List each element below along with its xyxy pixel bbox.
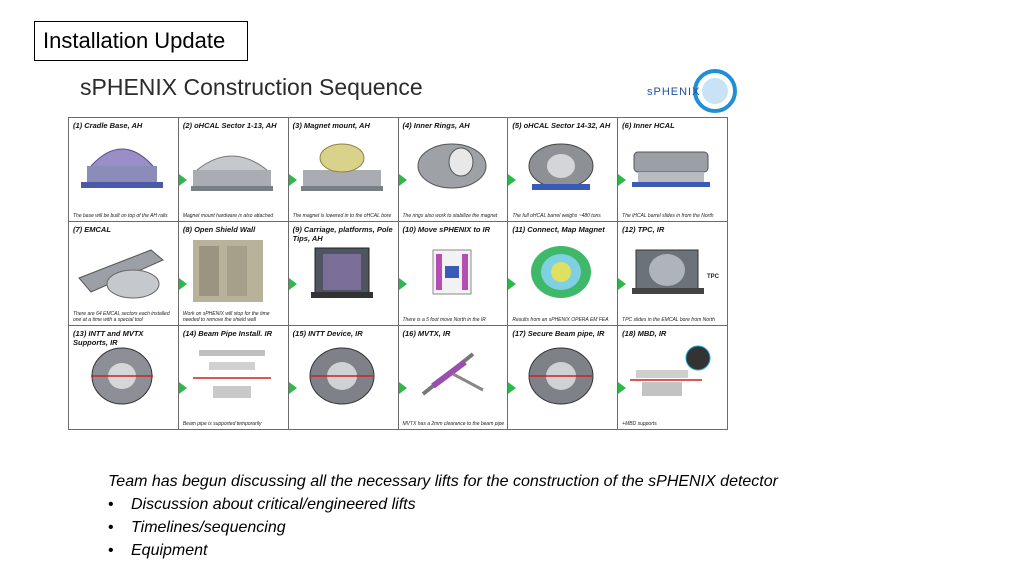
step-label: (1) Cradle Base, AH — [73, 121, 143, 130]
sequence-step: (16) MVTX, IR MVTX has a 2mm clearance to… — [398, 326, 508, 429]
arrow-right-icon — [398, 278, 407, 290]
construction-sequence-grid: (1) Cradle Base, AH The base will be buil… — [68, 117, 728, 430]
step-illustration — [192, 350, 271, 398]
step-illustration — [417, 143, 486, 189]
step-caption: The rings also work to stabilize the mag… — [402, 213, 498, 219]
arrow-right-icon — [398, 382, 407, 394]
step-label: (7) EMCAL — [73, 225, 111, 234]
step-illustration — [192, 240, 263, 302]
step-label: (14) Beam Pipe Install. IR — [182, 329, 273, 338]
step-illustration — [81, 148, 163, 188]
step-label: (2) oHCAL Sector 1-13, AH — [182, 121, 277, 130]
sequence-step: (12) TPC, IR TPC slides in the EMCAL bore… — [618, 222, 727, 325]
step-caption: TPC slides in the EMCAL bore from North — [622, 317, 715, 323]
step-illustration — [432, 249, 471, 295]
tpc-tag: TPC — [707, 274, 719, 280]
step-caption: Results from an sPHENIX OPERA EM FEA — [512, 317, 609, 323]
step-caption: Magnet mount hardware is also attached — [182, 213, 274, 219]
step-illustration — [531, 246, 592, 298]
step-caption: The magnet is lowered in to the oHCAL bo… — [292, 213, 392, 219]
step-illustration — [310, 247, 373, 298]
step-label: (6) Inner HCAL — [622, 121, 675, 130]
step-label: (17) Secure Beam pipe, IR — [512, 329, 605, 338]
step-caption: The iHCAL barrel slides in from the Nort… — [622, 213, 714, 219]
step-label: (18) MBD, IR — [622, 329, 667, 338]
step-illustration — [632, 151, 711, 187]
step-label: (9) Carriage, platforms, Pole Tips, AH — [292, 225, 393, 243]
arrow-right-icon — [178, 174, 187, 186]
sequence-step: (9) Carriage, platforms, Pole Tips, AH — [288, 222, 398, 325]
step-label: (8) Open Shield Wall — [182, 225, 256, 234]
sequence-step: (3) Magnet mount, AH The magnet is lowere… — [288, 118, 398, 221]
step-illustration — [630, 345, 711, 396]
arrow-right-icon — [618, 382, 627, 394]
step-caption: There are 64 EMCAL sectors each installe… — [73, 311, 170, 323]
sequence-step: (7) EMCAL There are 64 EMCAL sectors each… — [69, 222, 178, 325]
step-caption: MVTX has a 2mm clearance to the beam pip… — [402, 421, 505, 427]
sequence-step: (13) INTT and MVTX Supports, IR — [69, 326, 178, 429]
slide-heading: sPHENIX Construction Sequence — [80, 74, 423, 100]
arrow-right-icon — [508, 278, 517, 290]
arrow-right-icon — [508, 382, 517, 394]
arrow-right-icon — [618, 278, 627, 290]
svg-text:sPHENIX: sPHENIX — [647, 86, 700, 98]
step-illustration — [300, 143, 383, 191]
step-label: (16) MVTX, IR — [402, 329, 451, 338]
arrow-right-icon — [618, 174, 627, 186]
sphenix-logo: sPHENIX — [645, 68, 737, 114]
step-label: (15) INTT Device, IR — [292, 329, 363, 338]
step-illustration — [309, 347, 375, 405]
sequence-step: (5) oHCAL Sector 14-32, AH The full oHCAL… — [508, 118, 618, 221]
step-label: (3) Magnet mount, AH — [292, 121, 370, 130]
arrow-right-icon — [288, 278, 297, 290]
step-caption: +MBD supports — [622, 421, 657, 427]
sequence-step: (10) Move sPHENIX to IR There is a 5 foot… — [398, 222, 508, 325]
step-label: (11) Connect, Map Magnet — [512, 225, 605, 234]
sequence-step: (18) MBD, IR +MBD supports — [618, 326, 727, 429]
step-caption: Beam pipe is supported temporarily — [182, 421, 262, 427]
sequence-step: (2) oHCAL Sector 1-13, AH Magnet mount ha… — [178, 118, 288, 221]
step-label: (12) TPC, IR — [622, 225, 665, 234]
step-caption: The full oHCAL barrel weighs ~480 tons — [512, 213, 601, 219]
sequence-step: (14) Beam Pipe Install. IR Beam pipe is s… — [178, 326, 288, 429]
notes-bullet: •Discussion about critical/engineered li… — [108, 496, 416, 513]
step-illustration — [421, 352, 484, 396]
step-illustration — [528, 347, 594, 405]
sequence-step: (4) Inner Rings, AH The rings also work t… — [398, 118, 508, 221]
step-caption: Work on sPHENIX will stop for the time n… — [182, 311, 270, 323]
step-label: (13) INTT and MVTX Supports, IR — [73, 329, 144, 347]
step-label: (5) oHCAL Sector 14-32, AH — [512, 121, 611, 130]
arrow-right-icon — [398, 174, 407, 186]
step-illustration — [91, 347, 153, 405]
notes-bullet: •Equipment — [108, 542, 208, 559]
notes-intro: Team has begun discussing all the necess… — [108, 473, 778, 490]
arrow-right-icon — [508, 174, 517, 186]
step-illustration — [528, 143, 594, 190]
step-caption: The base will be built on top of the AH … — [73, 213, 168, 219]
notes-bullet: •Timelines/sequencing — [108, 519, 286, 536]
arrow-right-icon — [178, 278, 187, 290]
step-label: (4) Inner Rings, AH — [402, 121, 470, 130]
sequence-step: (15) INTT Device, IR — [288, 326, 398, 429]
step-caption: There is a 5 foot move North in the IR — [402, 317, 486, 323]
sequence-step: (1) Cradle Base, AH The base will be buil… — [69, 118, 178, 221]
sequence-step: (17) Secure Beam pipe, IR — [508, 326, 618, 429]
notes-block: Team has begun discussing all the necess… — [108, 470, 778, 562]
arrow-right-icon — [288, 382, 297, 394]
sequence-step: (6) Inner HCAL The iHCAL barrel slides in… — [618, 118, 727, 221]
arrow-right-icon — [178, 382, 187, 394]
step-illustration — [190, 155, 273, 191]
arrow-right-icon — [288, 174, 297, 186]
section-title: Installation Update — [34, 21, 248, 61]
step-illustration — [632, 249, 705, 294]
step-label: (10) Move sPHENIX to IR — [402, 225, 491, 234]
step-illustration — [78, 249, 164, 299]
